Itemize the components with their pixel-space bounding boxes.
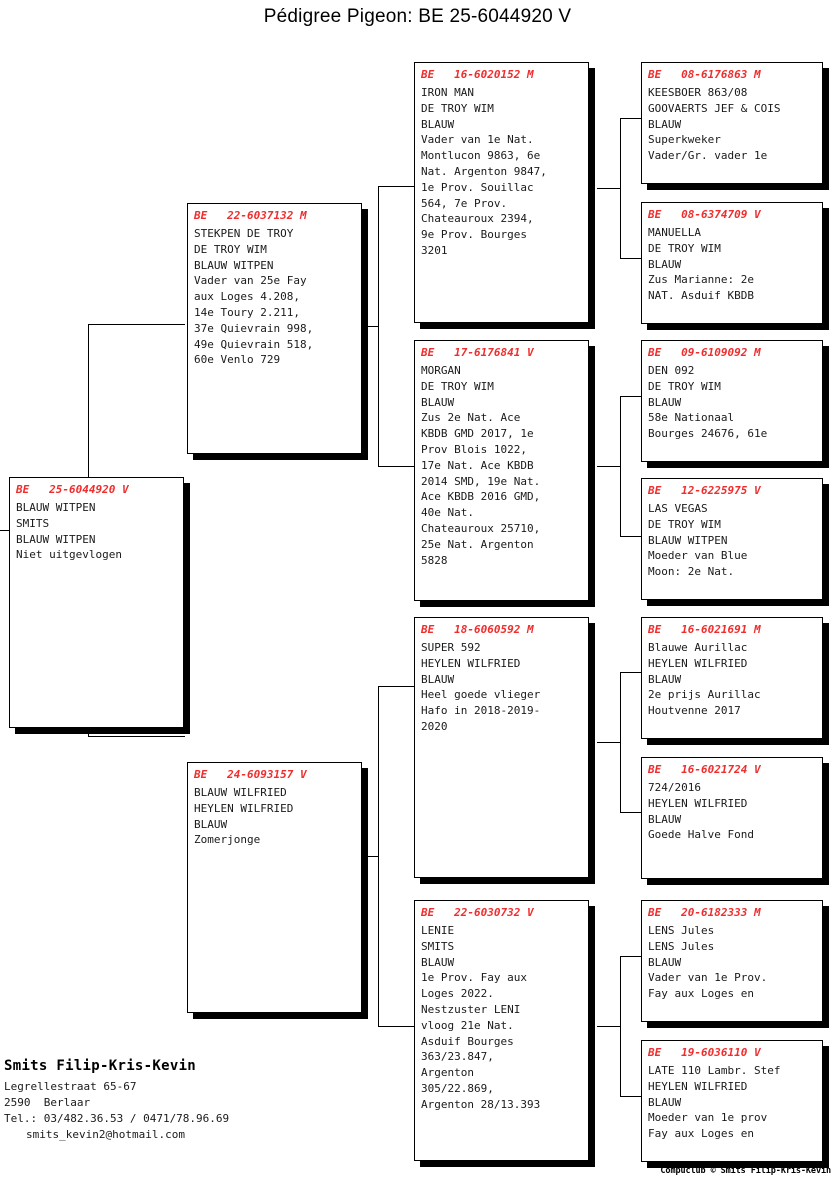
- pedigree-details: LAS VEGAS DE TROY WIM BLAUW WITPEN Moede…: [648, 502, 748, 579]
- connector-fm-to-fmf: [620, 396, 641, 397]
- pedigree-box-gen4-mff[interactable]: BE 16-6021691 M Blauwe Aurillac HEYLEN W…: [641, 617, 823, 739]
- pedigree-details: SUPER 592 HEYLEN WILFRIED BLAUW Heel goe…: [421, 641, 541, 733]
- ring-number: BE 16-6021691 M: [648, 623, 761, 636]
- connector-ff-trunk: [620, 118, 621, 258]
- connector-mm-trunk: [620, 956, 621, 1096]
- connector-mother-to-mf: [378, 686, 414, 687]
- pedigree-box-gen4-fff[interactable]: BE 08-6176863 M KEESBOER 863/08 GOOVAERT…: [641, 62, 823, 184]
- ring-number: BE 08-6374709 V: [648, 208, 761, 221]
- owner-email[interactable]: smits_kevin2@hotmail.com: [26, 1128, 185, 1141]
- owner-city: 2590 Berlaar: [4, 1096, 91, 1109]
- owner-phone: Tel.: 03/482.36.53 / 0471/78.96.69: [4, 1112, 230, 1125]
- connector-ff-stub: [597, 188, 620, 189]
- connector-father-trunk: [378, 186, 379, 466]
- pedigree-details: LATE 110 Lambr. Stef HEYLEN WILFRIED BLA…: [648, 1064, 781, 1141]
- ring-number: BE 09-6109092 M: [648, 346, 761, 359]
- connector-fm-trunk: [620, 396, 621, 536]
- connector-fm-to-fmm: [620, 536, 641, 537]
- owner-block: Smits Filip-Kris-Kevin Legrellestraat 65…: [4, 1058, 334, 1143]
- pedigree-box-gen4-fmm[interactable]: BE 12-6225975 V LAS VEGAS DE TROY WIM BL…: [641, 478, 823, 600]
- copyright-notice: Compuclub © Smits Filip-Kris-Kevin: [660, 1166, 831, 1176]
- pedigree-details: BLAUW WITPEN SMITS BLAUW WITPEN Niet uit…: [16, 501, 122, 562]
- connector-mother-trunk: [378, 686, 379, 1026]
- pedigree-details: DEN 092 DE TROY WIM BLAUW 58e Nationaal …: [648, 364, 768, 441]
- ring-number: BE 24-6093157 V: [194, 768, 307, 781]
- ring-number: BE 22-6037132 M: [194, 209, 307, 222]
- pedigree-box-gen3-ff[interactable]: BE 16-6020152 M IRON MAN DE TROY WIM BLA…: [414, 62, 589, 323]
- ring-number: BE 12-6225975 V: [648, 484, 761, 497]
- ring-number: BE 16-6020152 M: [421, 68, 534, 81]
- pedigree-box-gen4-mmf[interactable]: BE 20-6182333 M LENS Jules LENS Jules BL…: [641, 900, 823, 1022]
- pedigree-details: LENIE SMITS BLAUW 1e Prov. Fay aux Loges…: [421, 924, 541, 1111]
- owner-name: Smits Filip-Kris-Kevin: [4, 1058, 197, 1074]
- connector-mm-to-mmm: [620, 1096, 641, 1097]
- ring-number: BE 17-6176841 V: [421, 346, 534, 359]
- connector-subject-to-father: [88, 324, 185, 325]
- pedigree-box-gen4-mmm[interactable]: BE 19-6036110 V LATE 110 Lambr. Stef HEY…: [641, 1040, 823, 1162]
- pedigree-details: MORGAN DE TROY WIM BLAUW Zus 2e Nat. Ace…: [421, 364, 541, 567]
- connector-ff-to-ffm: [620, 258, 641, 259]
- ring-number: BE 16-6021724 V: [648, 763, 761, 776]
- pedigree-box-gen3-mf[interactable]: BE 18-6060592 M SUPER 592 HEYLEN WILFRIE…: [414, 617, 589, 878]
- owner-street: Legrellestraat 65-67: [4, 1080, 137, 1093]
- connector-subject-to-mother: [88, 736, 185, 737]
- ring-number: BE 22-6030732 V: [421, 906, 534, 919]
- connector-ff-to-fff: [620, 118, 641, 119]
- pedigree-details: BLAUW WILFRIED HEYLEN WILFRIED BLAUW Zom…: [194, 786, 294, 847]
- connector-mf-to-mfm: [620, 812, 641, 813]
- connector-mf-stub: [597, 742, 620, 743]
- ring-number: BE 19-6036110 V: [648, 1046, 761, 1059]
- pedigree-details: MANUELLA DE TROY WIM BLAUW Zus Marianne:…: [648, 226, 754, 303]
- connector-father-to-ff: [378, 186, 414, 187]
- pedigree-details: KEESBOER 863/08 GOOVAERTS JEF & COIS BLA…: [648, 86, 781, 163]
- pedigree-box-gen4-ffm[interactable]: BE 08-6374709 V MANUELLA DE TROY WIM BLA…: [641, 202, 823, 324]
- pedigree-details: IRON MAN DE TROY WIM BLAUW Vader van 1e …: [421, 86, 547, 257]
- pedigree-box-gen4-mfm[interactable]: BE 16-6021724 V 724/2016 HEYLEN WILFRIED…: [641, 757, 823, 879]
- page-title: Pédigree Pigeon: BE 25-6044920 V: [263, 6, 572, 27]
- pedigree-box-gen2-mother[interactable]: BE 24-6093157 V BLAUW WILFRIED HEYLEN WI…: [187, 762, 362, 1013]
- connector-mf-trunk: [620, 672, 621, 812]
- pedigree-details: 724/2016 HEYLEN WILFRIED BLAUW Goede Hal…: [648, 781, 754, 842]
- pedigree-box-gen3-fm[interactable]: BE 17-6176841 V MORGAN DE TROY WIM BLAUW…: [414, 340, 589, 601]
- ring-number: BE 08-6176863 M: [648, 68, 761, 81]
- pedigree-details: STEKPEN DE TROY DE TROY WIM BLAUW WITPEN…: [194, 227, 314, 367]
- pedigree-box-gen3-mm[interactable]: BE 22-6030732 V LENIE SMITS BLAUW 1e Pro…: [414, 900, 589, 1161]
- ring-number: BE 20-6182333 M: [648, 906, 761, 919]
- pedigree-box-gen4-fmf[interactable]: BE 09-6109092 M DEN 092 DE TROY WIM BLAU…: [641, 340, 823, 462]
- ring-number: BE 25-6044920 V: [16, 483, 129, 496]
- pedigree-details: LENS Jules LENS Jules BLAUW Vader van 1e…: [648, 924, 768, 1001]
- connector-mm-stub: [597, 1026, 620, 1027]
- ring-number: BE 18-6060592 M: [421, 623, 534, 636]
- connector-mm-to-mmf: [620, 956, 641, 957]
- pedigree-box-gen2-father[interactable]: BE 22-6037132 M STEKPEN DE TROY DE TROY …: [187, 203, 362, 454]
- connector-father-to-fm: [378, 466, 414, 467]
- pedigree-box-subject[interactable]: BE 25-6044920 V BLAUW WITPEN SMITS BLAUW…: [9, 477, 184, 728]
- connector-fm-stub: [597, 466, 620, 467]
- connector-mother-to-mm: [378, 1026, 414, 1027]
- connector-mother-stub: [358, 856, 378, 857]
- pedigree-details: Blauwe Aurillac HEYLEN WILFRIED BLAUW 2e…: [648, 641, 761, 718]
- connector-father-stub: [358, 326, 378, 327]
- connector-mf-to-mff: [620, 672, 641, 673]
